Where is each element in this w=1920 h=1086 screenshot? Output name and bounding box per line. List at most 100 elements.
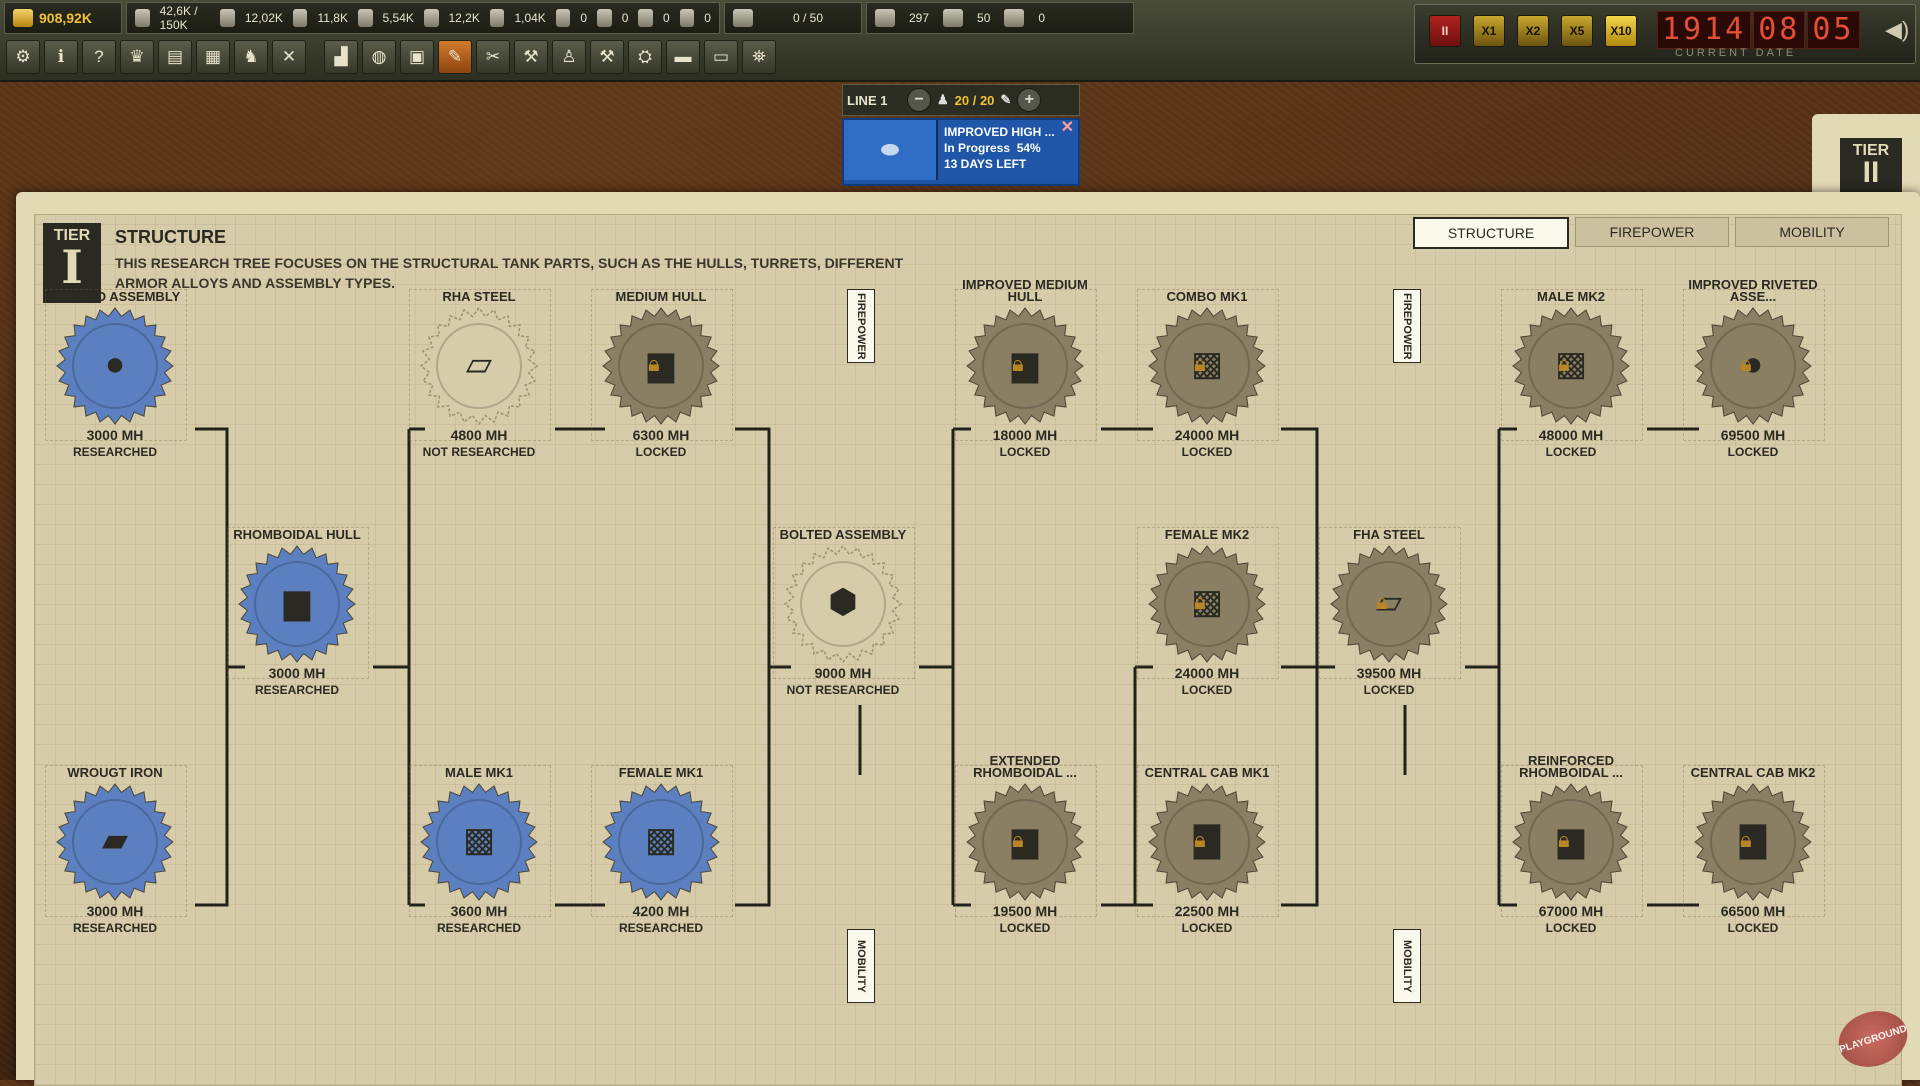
- mobility-tag-right[interactable]: MOBILITY: [1393, 929, 1421, 1003]
- speaker-icon[interactable]: ◀): [1885, 17, 1910, 42]
- tab-mobility[interactable]: MOBILITY: [1735, 217, 1889, 247]
- hull-icon: ▆: [1011, 821, 1039, 859]
- gear-icon: [1148, 307, 1266, 425]
- node-status: LOCKED: [1545, 445, 1597, 459]
- info-icon[interactable]: ℹ: [44, 40, 78, 74]
- money-icon: [13, 9, 33, 27]
- node-frame: [1683, 765, 1825, 917]
- node-cost: 3000 MH: [268, 665, 326, 681]
- mobility-tag-left[interactable]: MOBILITY: [847, 929, 875, 1003]
- tech-node-rha-steel[interactable]: RHA STEEL ▱ 4800 MH NOT RESEARCHED: [399, 269, 559, 469]
- node-status: LOCKED: [635, 445, 687, 459]
- speed-x2-button[interactable]: X2: [1517, 15, 1549, 47]
- speed-x1-button[interactable]: X1: [1473, 15, 1505, 47]
- tech-node-combo-mk1[interactable]: COMBO MK1 ▩ 🔒︎ 24000 MH LOCKED: [1127, 269, 1287, 469]
- gear-icon: [1512, 783, 1630, 901]
- bars-icon: [423, 9, 439, 27]
- project-thumbnail-icon: ⬬: [844, 120, 938, 180]
- node-name: CENTRAL CAB MK2: [1690, 765, 1816, 780]
- hull-icon: ▆: [1557, 821, 1585, 859]
- rivet-icon: ●: [1742, 344, 1764, 383]
- line-project-card[interactable]: ⬬ IMPROVED HIGH ... In Progress 54% 13 D…: [842, 118, 1080, 186]
- node-frame: [955, 289, 1097, 441]
- pause-button[interactable]: II: [1429, 15, 1461, 47]
- tech-node-improved-riveted-assembly[interactable]: IMPROVED RIVETED ASSE... ● 🔒︎ 69500 MH L…: [1673, 269, 1833, 469]
- tech-node-fha-steel[interactable]: FHA STEEL ▱ 🔒︎ 39500 MH LOCKED: [1309, 507, 1469, 707]
- node-cost: 4200 MH: [632, 903, 690, 919]
- research-panel: TIER I STRUCTURE THIS RESEARCH TREE FOCU…: [16, 192, 1920, 1086]
- tech-node-central-cab-mk1[interactable]: CENTRAL CAB MK1 ▇ 🔒︎ 22500 MH LOCKED: [1127, 745, 1287, 945]
- tech-node-wrought-iron[interactable]: WROUGT IRON ▰ 3000 MH RESEARCHED: [35, 745, 195, 945]
- hammer-icon[interactable]: ⚒: [590, 40, 624, 74]
- node-name: FEMALE MK1: [618, 765, 704, 780]
- node-name: MEDIUM HULL: [615, 289, 707, 304]
- armor-value: 0: [662, 11, 670, 25]
- tech-node-male-mk2[interactable]: MALE MK2 ▩ 🔒︎ 48000 MH LOCKED: [1491, 269, 1651, 469]
- globe-icon[interactable]: ◍: [362, 40, 396, 74]
- sponson-icon: ▩: [462, 821, 496, 859]
- tab-structure[interactable]: STRUCTURE: [1413, 217, 1569, 249]
- tier-2-number: II: [1862, 156, 1880, 189]
- line-crew-count: 20 / 20: [954, 92, 995, 108]
- tech-node-bolted-assembly[interactable]: BOLTED ASSEMBLY ⬢ 9000 MH NOT RESEARCHED: [763, 507, 923, 707]
- tech-node-medium-hull[interactable]: MEDIUM HULL ▆ 🔒︎ 6300 MH LOCKED: [581, 269, 741, 469]
- gear-icon: [420, 307, 538, 425]
- node-status: LOCKED: [1181, 921, 1233, 935]
- node-name: RIVETED ASSEMBLY: [49, 289, 181, 304]
- speed-x5-button[interactable]: X5: [1561, 15, 1593, 47]
- node-frame: [45, 765, 187, 917]
- tech-node-riveted-assembly[interactable]: RIVETED ASSEMBLY ● 3000 MH RESEARCHED: [35, 269, 195, 469]
- tools-icon[interactable]: ✂: [476, 40, 510, 74]
- crate-value: 0: [704, 11, 711, 25]
- fuel-value: 1,04K: [514, 11, 546, 25]
- speed-x10-button[interactable]: X10: [1605, 15, 1637, 47]
- office-icon[interactable]: ▣: [400, 40, 434, 74]
- report-icon[interactable]: ▦: [196, 40, 230, 74]
- tech-node-female-mk1[interactable]: FEMALE MK1 ▩ 4200 MH RESEARCHED: [581, 745, 741, 945]
- toolbar: ⚙ ℹ ? ♛ ▤ ▦ ♞ ✕ ▟ ◍ ▣ ✎ ✂ ⚒ ♙ ⚒ ⛭ ▬ ▭ ⛯: [6, 40, 776, 74]
- crew-icon: ♟: [937, 92, 949, 107]
- firepower-tag-left[interactable]: FIREPOWER: [847, 289, 875, 363]
- date-label: CURRENT DATE: [1675, 47, 1797, 59]
- tank-parts-icon[interactable]: ⛭: [628, 40, 662, 74]
- gear-icon: [420, 783, 538, 901]
- sponson-icon: ▩: [644, 821, 678, 859]
- wrench-icon[interactable]: ⚒: [514, 40, 548, 74]
- gear-icon: [238, 545, 356, 663]
- tab-firepower[interactable]: FIREPOWER: [1575, 217, 1729, 247]
- tier-badge: TIER I: [43, 223, 101, 303]
- edit-icon[interactable]: ✎: [1000, 92, 1012, 107]
- tree-connectors: [195, 427, 1699, 907]
- tank-icon[interactable]: ▬: [666, 40, 700, 74]
- plus-icon[interactable]: +: [1017, 88, 1042, 112]
- tech-node-female-mk2[interactable]: FEMALE MK2 ▩ 🔒︎ 24000 MH LOCKED: [1127, 507, 1287, 707]
- tech-node-extended-rhomboidal[interactable]: EXTENDED RHOMBOIDAL ... ▆ 🔒︎ 19500 MH LO…: [945, 745, 1105, 945]
- gear-icon: [1148, 783, 1266, 901]
- tank-settings-icon[interactable]: ⛯: [742, 40, 776, 74]
- help-icon[interactable]: ?: [82, 40, 116, 74]
- lock-icon: 🔒︎: [1376, 589, 1388, 614]
- research-tree: TIER I STRUCTURE THIS RESEARCH TREE FOCU…: [34, 214, 1902, 1086]
- tech-node-central-cab-mk2[interactable]: CENTRAL CAB MK2 ▇ 🔒︎ 66500 MH LOCKED: [1673, 745, 1833, 945]
- firepower-tag-right[interactable]: FIREPOWER: [1393, 289, 1421, 363]
- settings-gear-icon[interactable]: ⚙: [6, 40, 40, 74]
- trophy-icon[interactable]: ♛: [120, 40, 154, 74]
- minus-icon[interactable]: −: [907, 88, 931, 112]
- tier-label: TIER: [53, 227, 91, 244]
- crossed-swords-icon[interactable]: ✕: [272, 40, 306, 74]
- tech-node-reinforced-rhomboidal[interactable]: REINFORCED RHOMBOIDAL ... ▆ 🔒︎ 67000 MH …: [1491, 745, 1651, 945]
- node-frame: [1319, 527, 1461, 679]
- node-cost: 3000 MH: [86, 427, 144, 443]
- sponson-icon: ▩: [1190, 583, 1224, 621]
- tech-node-rhomboidal-hull[interactable]: RHOMBOIDAL HULL ▆ 3000 MH RESEARCHED: [217, 507, 377, 707]
- tech-node-male-mk1[interactable]: MALE MK1 ▩ 3600 MH RESEARCHED: [399, 745, 559, 945]
- worker-figure-icon[interactable]: ♙: [552, 40, 586, 74]
- next-tier-card[interactable]: TIER II: [1812, 114, 1920, 204]
- close-icon[interactable]: ✕: [1060, 119, 1074, 136]
- factory-icon[interactable]: ▟: [324, 40, 358, 74]
- soldier-icon[interactable]: ♞: [234, 40, 268, 74]
- tank-delivery-icon[interactable]: ▭: [704, 40, 738, 74]
- newspaper-icon[interactable]: ▤: [158, 40, 192, 74]
- tech-node-improved-medium-hull[interactable]: IMPROVED MEDIUM HULL ▆ 🔒︎ 18000 MH LOCKE…: [945, 269, 1105, 469]
- research-icon[interactable]: ✎: [438, 40, 472, 74]
